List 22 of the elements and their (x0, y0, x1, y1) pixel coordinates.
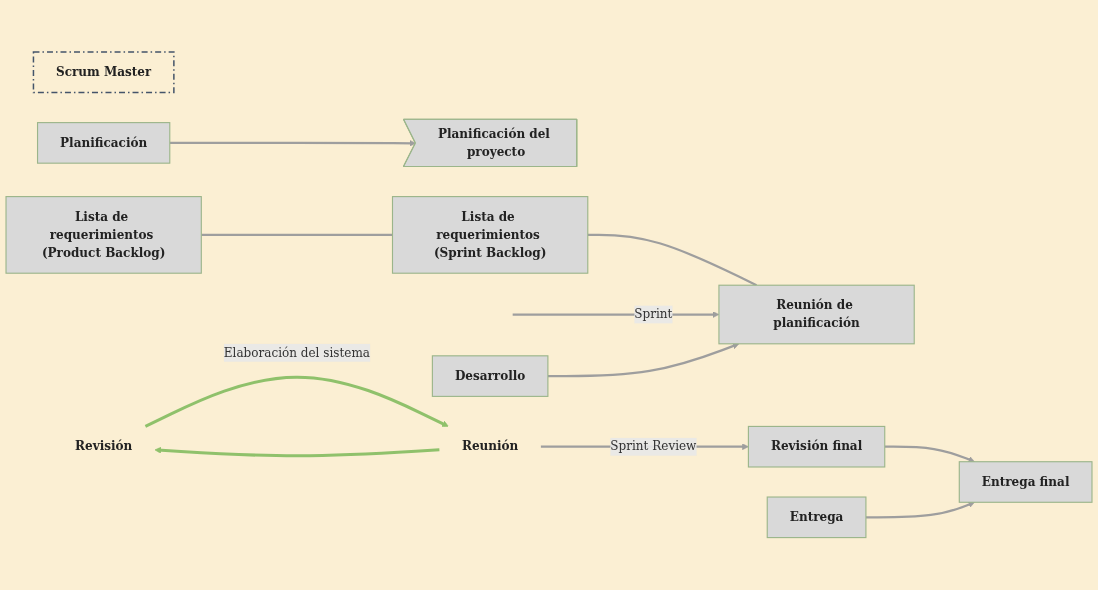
node-box: Scrum Master (32, 51, 175, 94)
node-box: Entrega (766, 496, 867, 539)
node-box: Lista de requerimientos (Product Backlog) (5, 196, 202, 274)
arrow (547, 343, 740, 378)
arrow (154, 447, 440, 458)
connector (587, 233, 758, 287)
node-box: Revisión final (747, 426, 886, 468)
arrow (169, 140, 416, 147)
node-box: Reunión de planificación (718, 284, 915, 345)
node-box: Lista de requerimientos (Sprint Backlog) (391, 196, 589, 274)
edge-label: Elaboración del sistema (223, 345, 370, 360)
node-text: Reunión (461, 439, 519, 454)
node-box: Entrega final (958, 461, 1093, 504)
node-box: Planificación (36, 122, 171, 164)
arrow (144, 375, 449, 428)
arrow (884, 445, 975, 463)
edge-label: Sprint Review (610, 439, 697, 454)
connector (201, 233, 393, 237)
node-text: Revisión (75, 439, 133, 454)
edge-label: Sprint (634, 307, 673, 322)
arrow (865, 501, 975, 519)
node-box: Desarrollo (431, 355, 549, 398)
